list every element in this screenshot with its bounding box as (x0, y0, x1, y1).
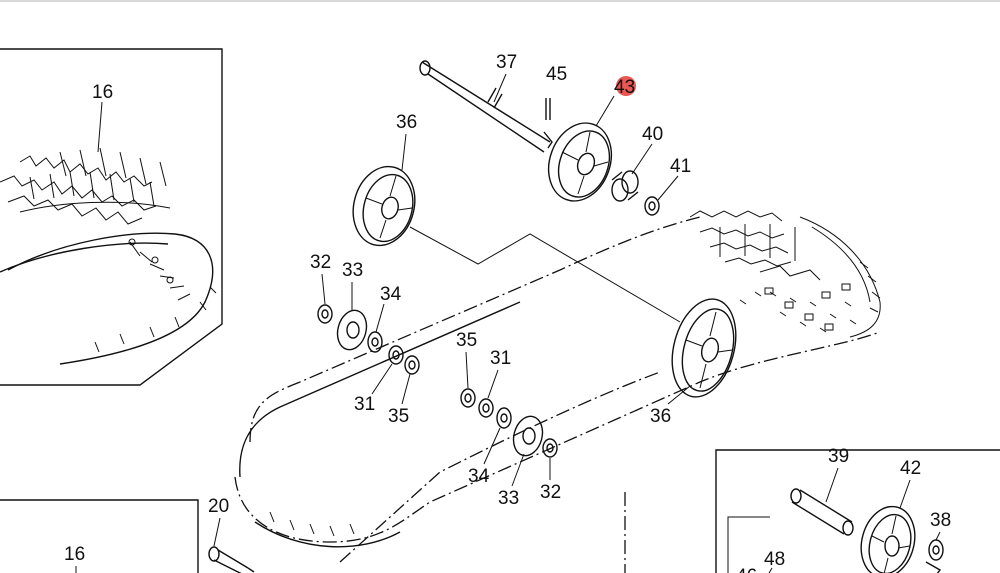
idler-wheel-43 (547, 122, 613, 202)
callout-20: 20 (208, 496, 229, 517)
callout-42: 42 (900, 458, 921, 479)
callout-38: 38 (930, 510, 951, 531)
callout-16-top: 16 (92, 82, 113, 103)
callout-33-middle: 33 (498, 488, 519, 509)
idler-wheel-36-upper (352, 165, 681, 323)
callout-31-middle: 31 (490, 348, 511, 369)
callout-35-left: 35 (388, 406, 409, 427)
pin-45 (545, 98, 551, 120)
bolt-20 (208, 546, 255, 573)
hardware-group-left (317, 304, 420, 375)
axle-shaft-37 (419, 60, 553, 153)
callout-16-bottom: 16 (64, 544, 85, 565)
callout-32-middle: 32 (540, 482, 561, 503)
callout-39: 39 (828, 446, 849, 467)
inset-track-detail (0, 48, 223, 386)
callout-36-lower: 36 (650, 406, 671, 427)
inset-bottom-right (715, 449, 1000, 573)
callout-37: 37 (496, 52, 517, 73)
track-belt-outline (234, 210, 881, 573)
callout-36-upper: 36 (396, 112, 417, 133)
spacer-40 (611, 170, 639, 202)
washer-41 (644, 196, 660, 216)
inset-bottom-left (0, 499, 199, 573)
callout-48: 48 (764, 549, 785, 570)
highlight-marker (616, 76, 636, 96)
callout-40: 40 (642, 124, 663, 145)
callout-35-middle: 35 (456, 330, 477, 351)
idler-wheel-36-lower (671, 298, 737, 398)
callout-43: 43 (614, 77, 635, 98)
callout-33-left: 33 (342, 260, 363, 281)
callout-31-left: 31 (354, 394, 375, 415)
callout-41: 41 (670, 156, 691, 177)
callout-45: 45 (546, 64, 567, 85)
callout-34-middle: 34 (468, 466, 490, 487)
hardware-group-middle (460, 388, 558, 458)
callout-34-left: 34 (380, 284, 402, 305)
callout-32-left: 32 (310, 252, 331, 273)
callout-46: 46 (736, 566, 757, 573)
